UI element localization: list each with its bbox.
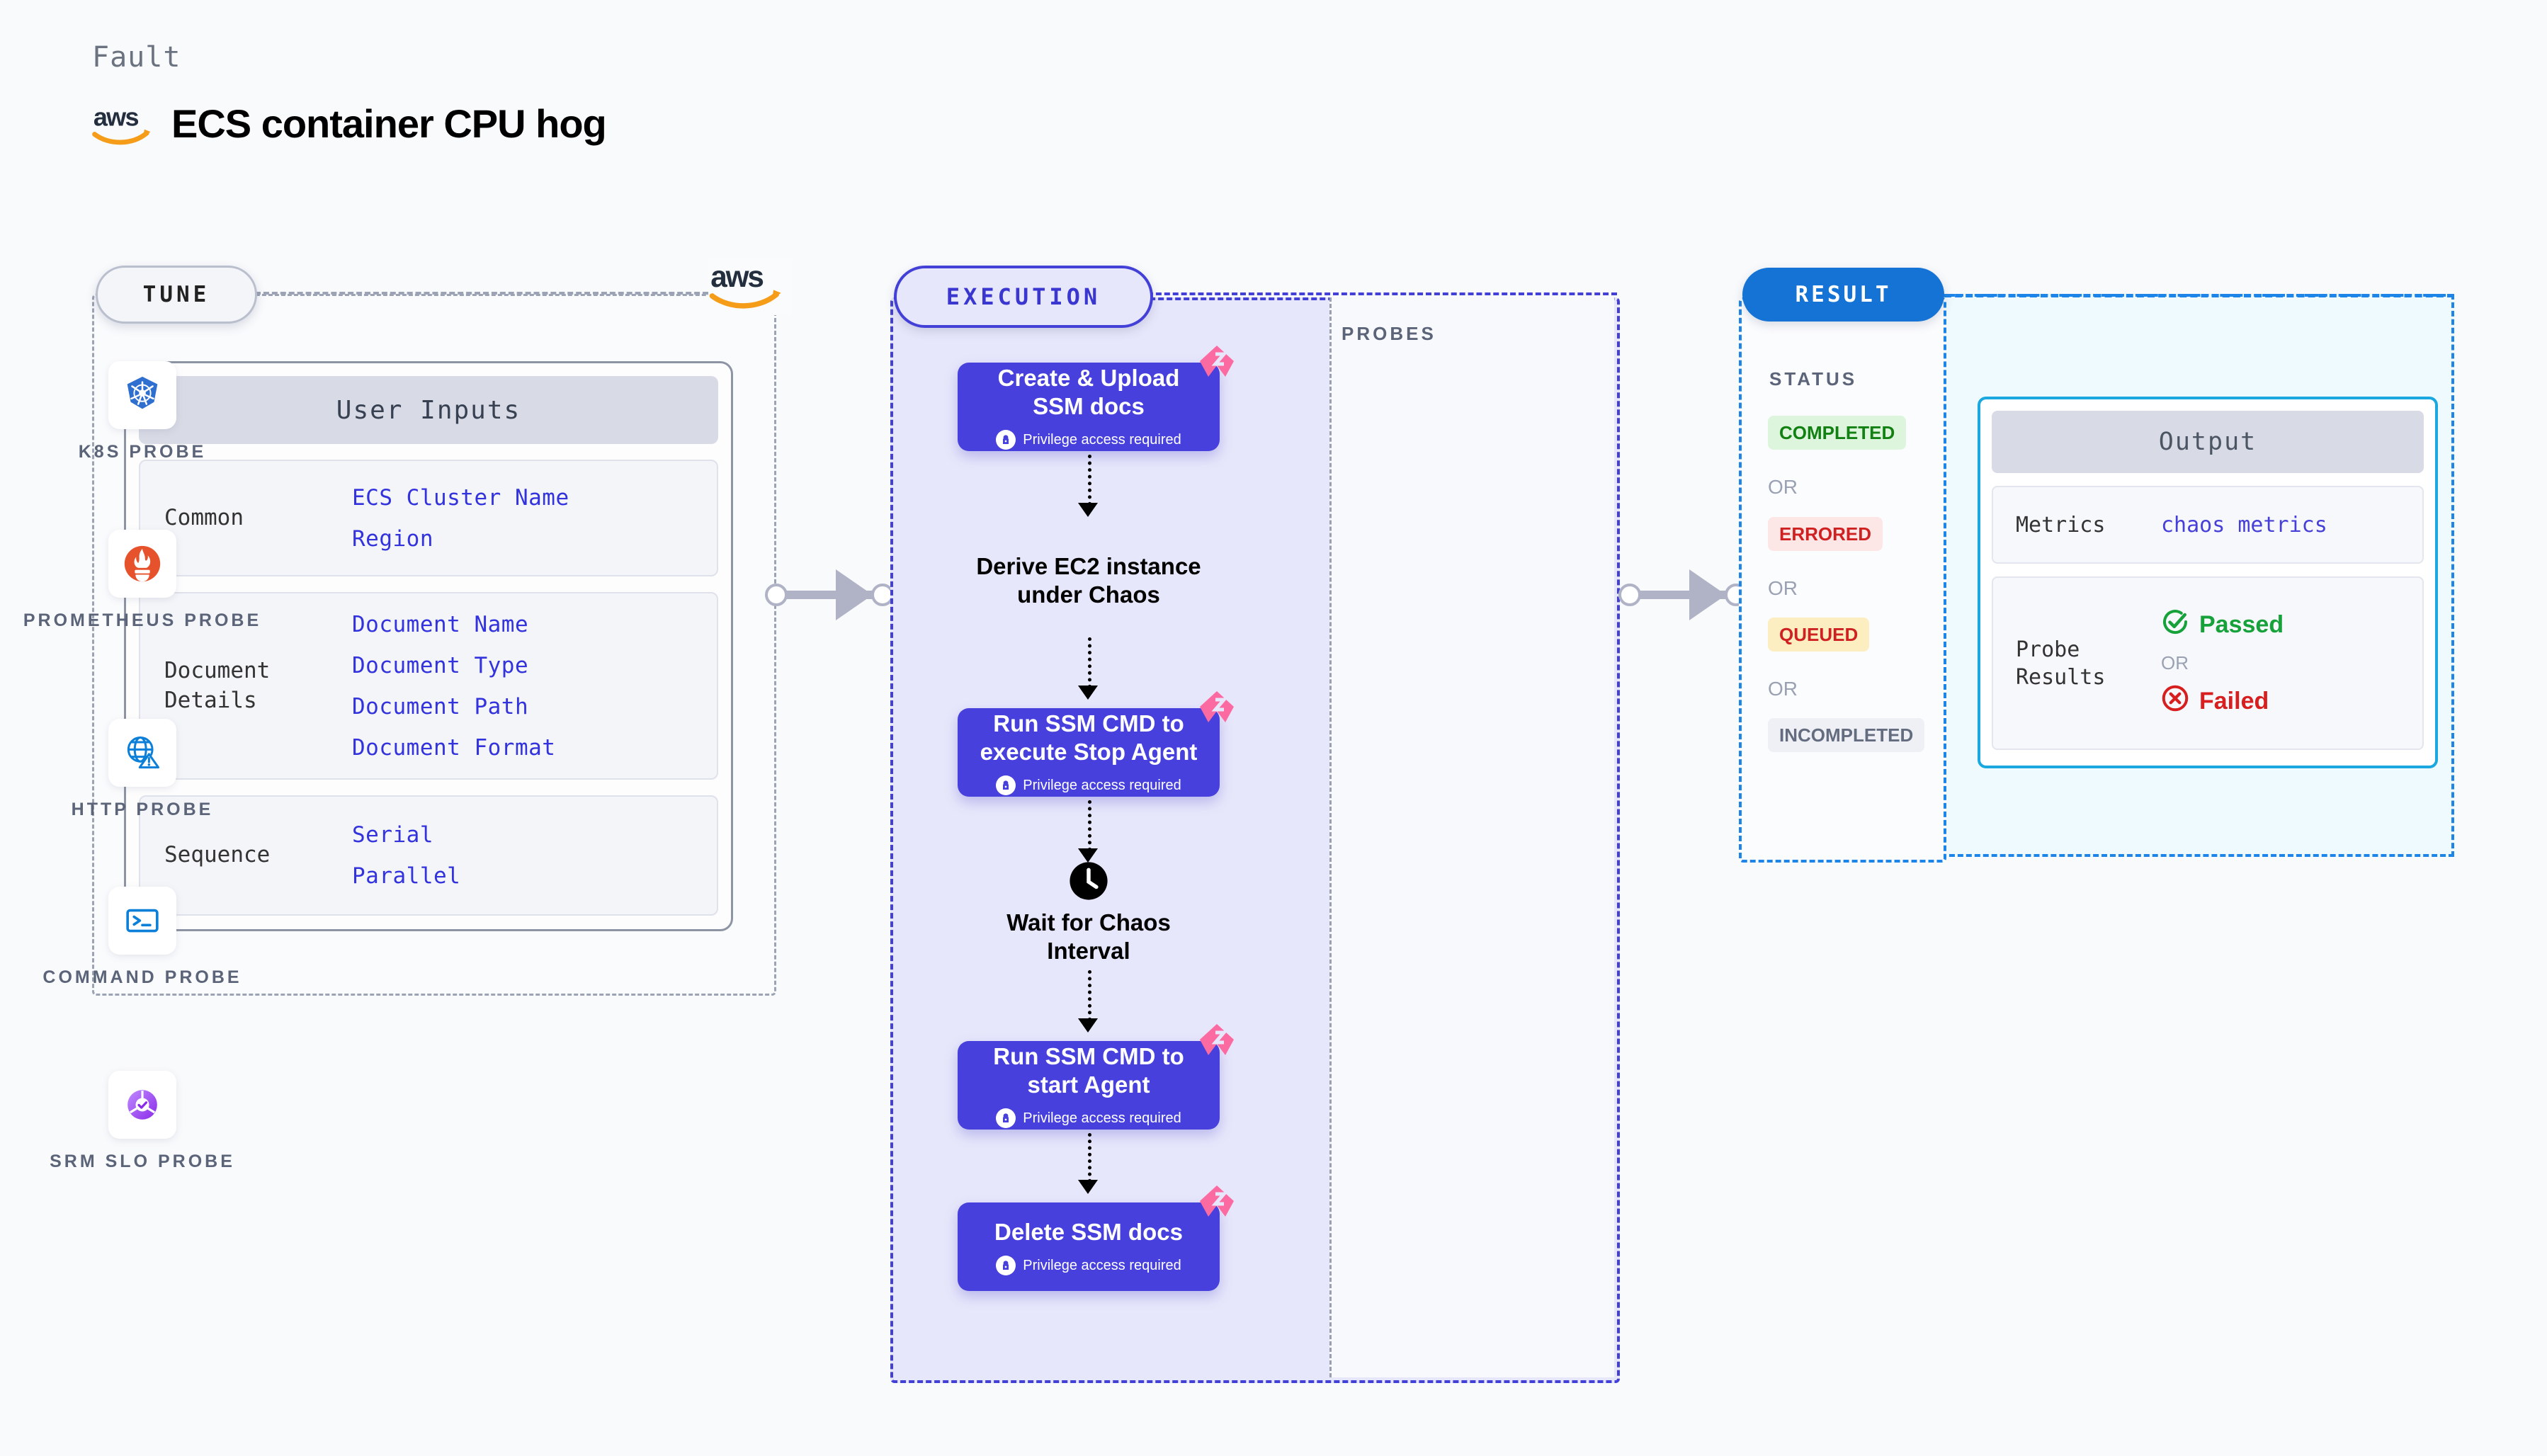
litmus-chaos-icon	[1198, 690, 1235, 727]
probe-label: COMMAND PROBE	[42, 967, 242, 987]
probe-label: PROMETHEUS PROBE	[23, 610, 262, 630]
metrics-value[interactable]: chaos metrics	[2161, 512, 2327, 538]
privilege-text: Privilege access required	[1023, 1110, 1181, 1126]
aws-logo-icon: aws	[92, 102, 153, 145]
svg-text:aws: aws	[710, 260, 763, 293]
page-header: Fault aws ECS container CPU hog	[92, 41, 607, 147]
or-separator: OR	[2161, 652, 2189, 673]
execution-step-run-ssm-cmd-stop-agent[interactable]: Run SSM CMD to execute Stop Agent Privil…	[958, 691, 1234, 797]
connector-execution-to-result	[1618, 569, 1753, 620]
fault-eyebrow: Fault	[92, 41, 181, 74]
result-panel	[1739, 297, 1946, 863]
probes-column: PROBES	[1329, 297, 1614, 1377]
aws-logo-icon-tune: aws	[708, 258, 792, 315]
probes-section-label: PROBES	[1341, 323, 1436, 344]
privilege-note: Privilege access required	[996, 430, 1181, 450]
input-value[interactable]: Document Type	[352, 652, 529, 678]
tune-dashed-connector	[255, 292, 708, 295]
status-section-label: STATUS	[1769, 368, 1858, 389]
input-group-sequence: Sequence Serial Parallel	[139, 795, 718, 916]
passed-label: Passed	[2199, 611, 2284, 638]
lock-icon	[996, 775, 1016, 796]
execution-step-create-upload-ssm-docs[interactable]: Create & Upload SSM docs Privilege acces…	[958, 346, 1234, 451]
tune-chip: TUNE	[96, 266, 257, 324]
probe-label: SRM SLO PROBE	[50, 1151, 235, 1171]
kubernetes-icon	[108, 361, 176, 429]
user-inputs-card: User Inputs Common ECS Cluster Name Regi…	[124, 361, 733, 931]
execution-step-delete-ssm-docs[interactable]: Delete SSM docs Privilege access require…	[958, 1185, 1234, 1291]
output-probe-results-row: Probe Results Passed OR	[1992, 576, 2424, 750]
step-title: Create & Upload SSM docs	[997, 364, 1180, 419]
lock-icon	[996, 430, 1016, 450]
privilege-text: Privilege access required	[1023, 1257, 1181, 1273]
lock-icon	[996, 1256, 1016, 1276]
privilege-text: Privilege access required	[1023, 431, 1181, 448]
x-circle-icon	[2161, 684, 2189, 719]
probe-label: K8S PROBE	[78, 442, 207, 462]
probe-results-label: Probe Results	[2016, 637, 2106, 690]
privilege-note: Privilege access required	[996, 1108, 1181, 1129]
check-circle-icon	[2161, 608, 2189, 642]
input-value[interactable]: Document Format	[352, 734, 556, 761]
or-separator: OR	[1768, 476, 1798, 498]
step-title: Run SSM CMD to start Agent	[993, 1042, 1184, 1098]
step-title: Run SSM CMD to execute Stop Agent	[980, 710, 1198, 765]
user-inputs-title: User Inputs	[139, 376, 718, 444]
result-dashed-connector	[1944, 294, 2454, 297]
execution-dashed-connector	[1147, 292, 1617, 295]
litmus-chaos-icon	[1198, 344, 1235, 381]
output-metrics-row: Metrics chaos metrics	[1992, 486, 2424, 564]
probe-k8s[interactable]: K8S PROBE	[0, 361, 285, 465]
input-value[interactable]: Serial	[352, 822, 433, 848]
probe-srm-slo[interactable]: SRM SLO PROBE	[0, 1071, 285, 1174]
step-title: Delete SSM docs	[994, 1218, 1183, 1245]
status-badge-queued: QUEUED	[1768, 618, 1870, 652]
input-group-common: Common ECS Cluster Name Region	[139, 460, 718, 576]
input-value[interactable]: Document Name	[352, 611, 529, 637]
input-group-label: Document Details	[164, 657, 271, 713]
input-group-document-details: Document Details Document Name Document …	[139, 592, 718, 780]
lock-icon	[996, 1108, 1016, 1129]
failed-label: Failed	[2199, 688, 2269, 715]
execution-step-derive-ec2-instance: Derive EC2 instance under Chaos	[976, 553, 1201, 608]
metrics-label: Metrics	[2016, 512, 2106, 538]
probe-prometheus[interactable]: PROMETHEUS PROBE	[0, 530, 285, 633]
execution-step-run-ssm-cmd-start-agent[interactable]: Run SSM CMD to start Agent Privilege acc…	[958, 1024, 1234, 1130]
probe-result-failed: Failed	[2161, 684, 2284, 719]
execution-step-wait-for-chaos-interval: Wait for Chaos Interval	[958, 860, 1220, 965]
or-separator: OR	[1768, 577, 1798, 599]
http-globe-warning-icon	[108, 719, 176, 787]
or-separator: OR	[1768, 678, 1798, 700]
input-group-label: Sequence	[164, 842, 271, 868]
input-group-label: Common	[164, 504, 244, 530]
connector-tune-to-execution	[765, 569, 900, 620]
privilege-note: Privilege access required	[996, 775, 1181, 796]
litmus-chaos-icon	[1198, 1184, 1235, 1221]
litmus-chaos-icon	[1198, 1023, 1235, 1059]
status-badge-errored: ERRORED	[1768, 517, 1883, 551]
probe-command[interactable]: COMMAND PROBE	[0, 887, 285, 990]
input-value[interactable]: ECS Cluster Name	[352, 484, 569, 511]
probe-http[interactable]: HTTP PROBE	[0, 719, 285, 822]
output-card: Output Metrics chaos metrics Probe Resul…	[1978, 397, 2438, 768]
probe-label: HTTP PROBE	[71, 800, 214, 819]
probe-result-passed: Passed	[2161, 608, 2284, 642]
input-value[interactable]: Region	[352, 525, 433, 552]
execution-chip: EXECUTION	[894, 266, 1153, 328]
clock-icon	[958, 860, 1220, 902]
input-value[interactable]: Parallel	[352, 863, 461, 889]
svg-text:aws: aws	[93, 103, 139, 132]
page-title: ECS container CPU hog	[171, 101, 607, 146]
srm-slo-icon	[108, 1071, 176, 1139]
prometheus-icon	[108, 530, 176, 598]
output-title: Output	[1992, 411, 2424, 473]
result-chip: RESULT	[1742, 268, 1944, 322]
privilege-text: Privilege access required	[1023, 777, 1181, 793]
input-value[interactable]: Document Path	[352, 693, 529, 720]
privilege-note: Privilege access required	[996, 1256, 1181, 1276]
status-badge-incompleted: INCOMPLETED	[1768, 718, 1925, 752]
terminal-icon	[108, 887, 176, 955]
status-badge-completed: COMPLETED	[1768, 416, 1907, 450]
